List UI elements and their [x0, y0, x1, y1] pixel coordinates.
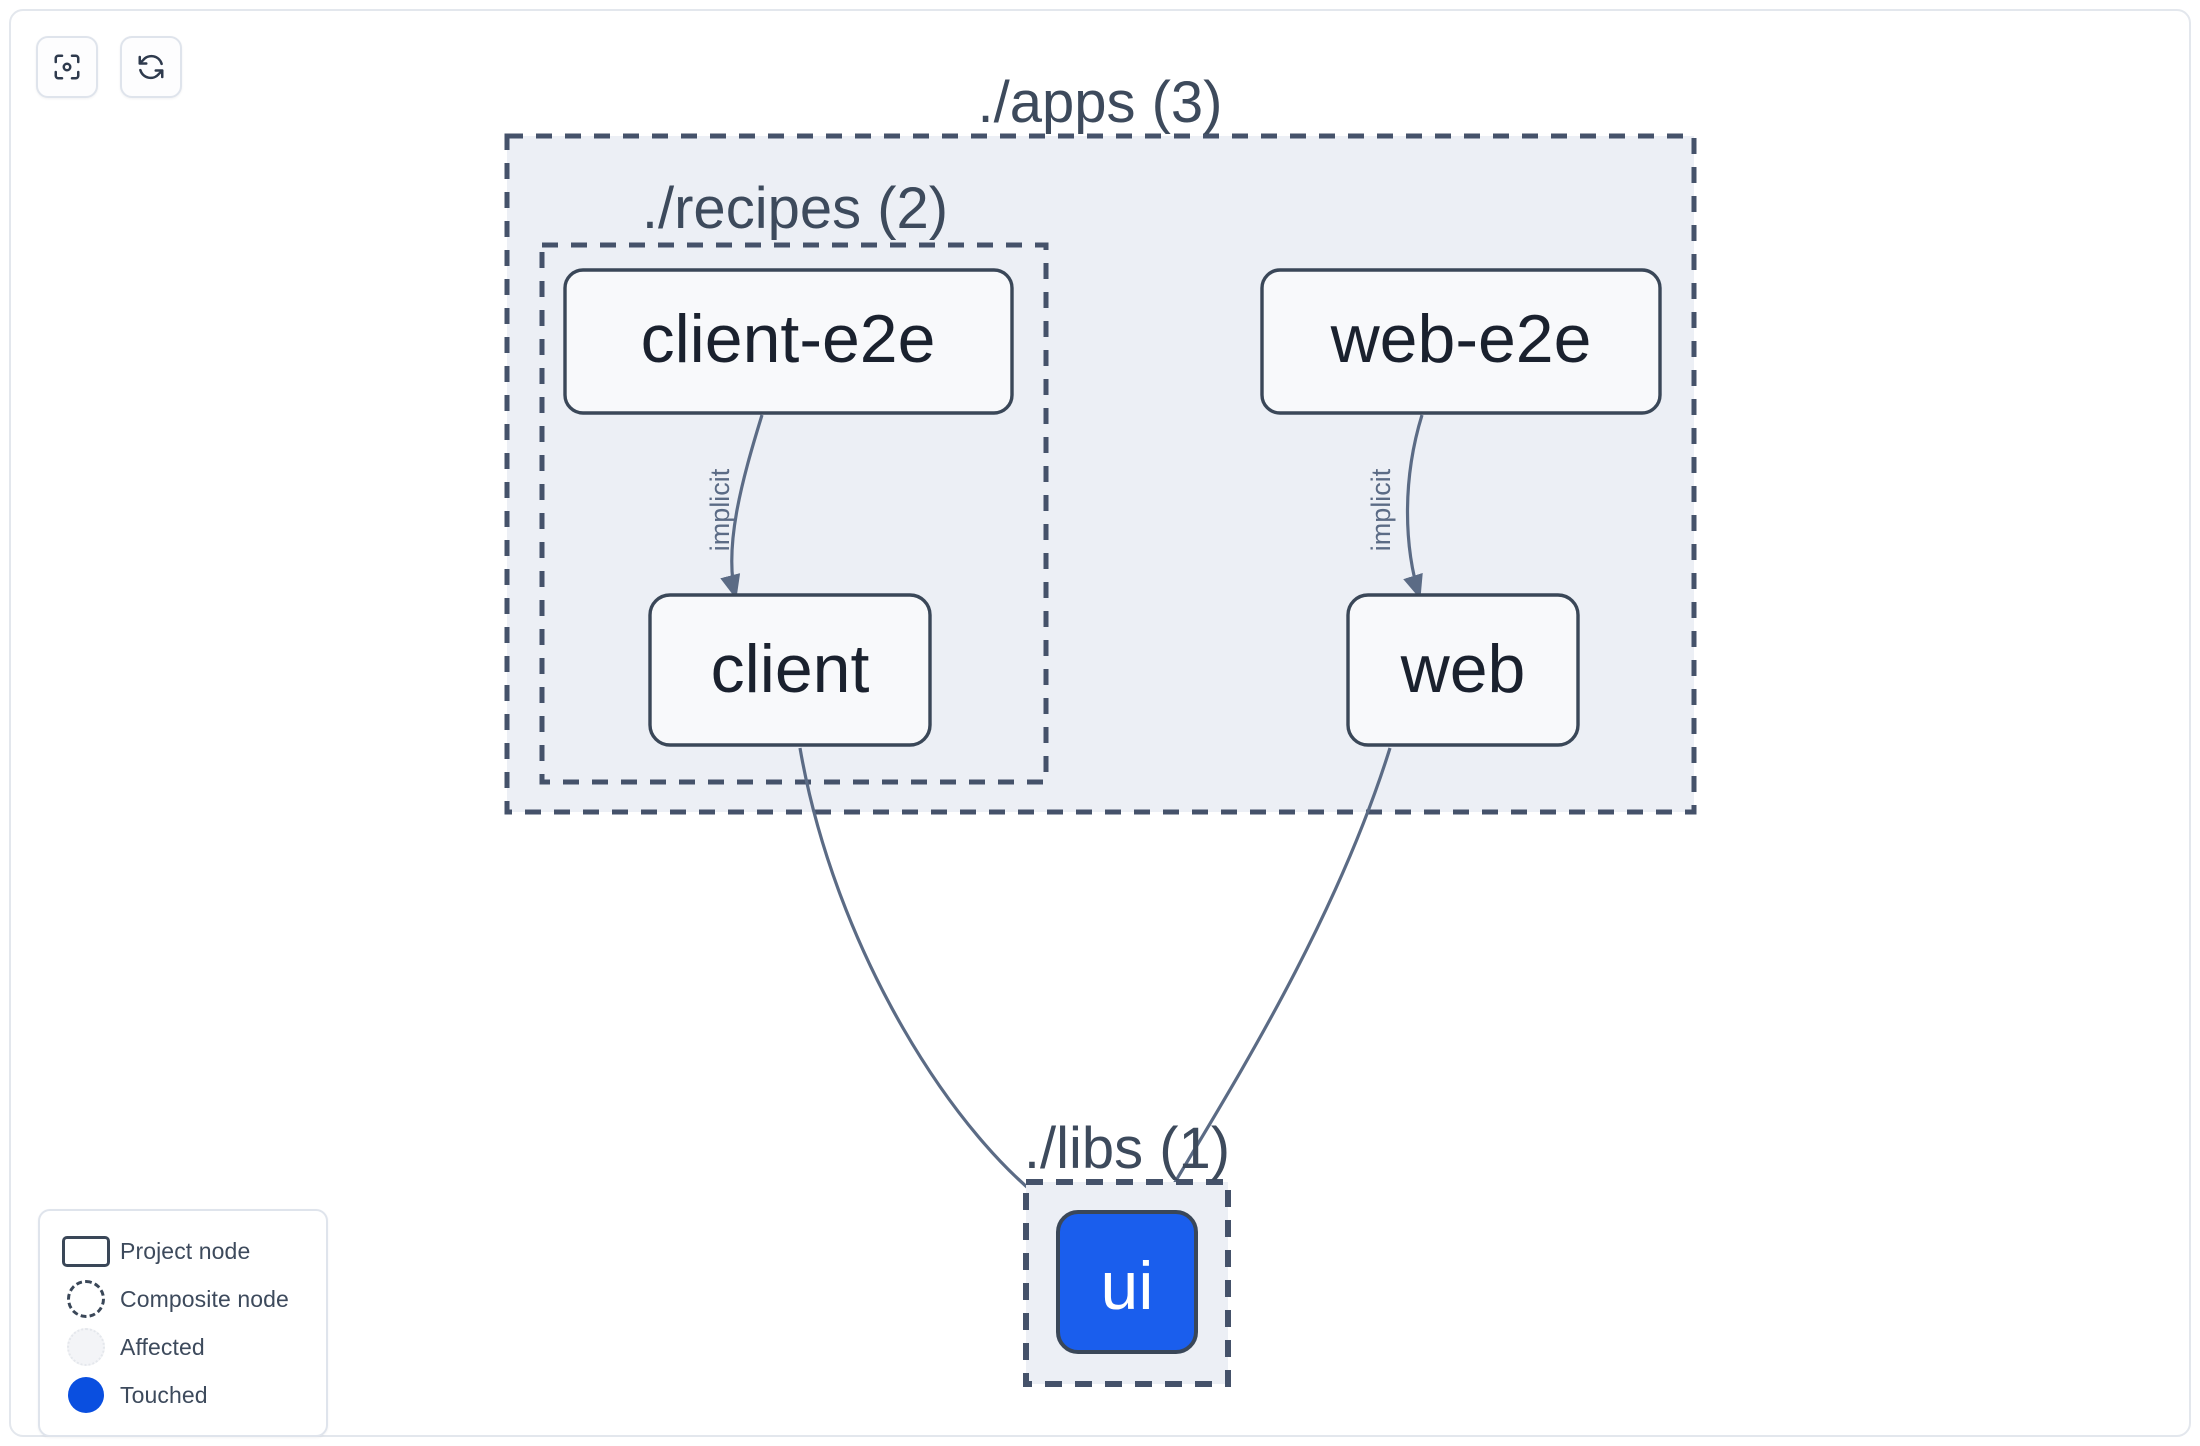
- refresh-graph-button[interactable]: [120, 36, 182, 98]
- project-node-ui-label: ui: [1101, 1248, 1154, 1324]
- edge-client-to-ui[interactable]: [798, 747, 1058, 1212]
- edge-web-to-ui[interactable]: [1158, 747, 1392, 1210]
- edge-web-e2e-to-web[interactable]: [1403, 414, 1424, 600]
- project-node-ui[interactable]: ui: [1056, 1210, 1198, 1354]
- edge-label-web-e2e-web: implicit: [1366, 468, 1396, 551]
- edge-label-client-e2e-client: implicit: [705, 468, 735, 551]
- project-node-swatch: [58, 1231, 114, 1271]
- project-node-client-e2e[interactable]: client-e2e: [563, 268, 1014, 415]
- project-node-ui-box[interactable]: [1056, 1210, 1198, 1354]
- edge-client-e2e-to-client[interactable]: [720, 414, 764, 600]
- graph-toolbar: [36, 36, 182, 98]
- project-node-web-label: web: [1400, 631, 1526, 707]
- legend-item-project-node: Project node: [58, 1227, 308, 1275]
- refresh-icon: [136, 52, 166, 82]
- legend-label-affected: Affected: [120, 1333, 205, 1360]
- legend-item-composite-node: Composite node: [58, 1275, 308, 1323]
- legend-label-project-node: Project node: [120, 1237, 251, 1264]
- graph-legend: Project node Composite node Affected Tou…: [38, 1209, 328, 1437]
- project-node-web-e2e-label: web-e2e: [1330, 301, 1592, 377]
- focus-target-icon: [52, 52, 82, 82]
- legend-item-affected: Affected: [58, 1323, 308, 1371]
- project-node-client[interactable]: client: [648, 593, 932, 747]
- project-node-client-e2e-label: client-e2e: [641, 301, 936, 377]
- project-node-client-e2e-box[interactable]: [563, 268, 1014, 415]
- composite-group-libs-label: ./libs (1): [1024, 1116, 1230, 1181]
- project-node-web-e2e[interactable]: web-e2e: [1260, 268, 1662, 415]
- touched-swatch: [58, 1375, 114, 1415]
- project-node-web-e2e-box[interactable]: [1260, 268, 1662, 415]
- composite-group-apps-label: ./apps (3): [978, 70, 1223, 135]
- legend-item-touched: Touched: [58, 1371, 308, 1419]
- graph-edges: [720, 414, 1424, 1212]
- project-node-web[interactable]: web: [1346, 593, 1580, 747]
- legend-label-touched: Touched: [120, 1381, 208, 1408]
- graph-edge-labels: implicit implicit: [705, 468, 1396, 551]
- project-node-client-box[interactable]: [648, 593, 932, 747]
- composite-node-swatch: [58, 1279, 114, 1319]
- focus-graph-button[interactable]: [36, 36, 98, 98]
- legend-label-composite-node: Composite node: [120, 1285, 289, 1312]
- composite-group-recipes-label: ./recipes (2): [642, 176, 948, 241]
- affected-swatch: [58, 1327, 114, 1367]
- project-node-web-box[interactable]: [1346, 593, 1580, 747]
- project-node-client-label: client: [711, 631, 870, 707]
